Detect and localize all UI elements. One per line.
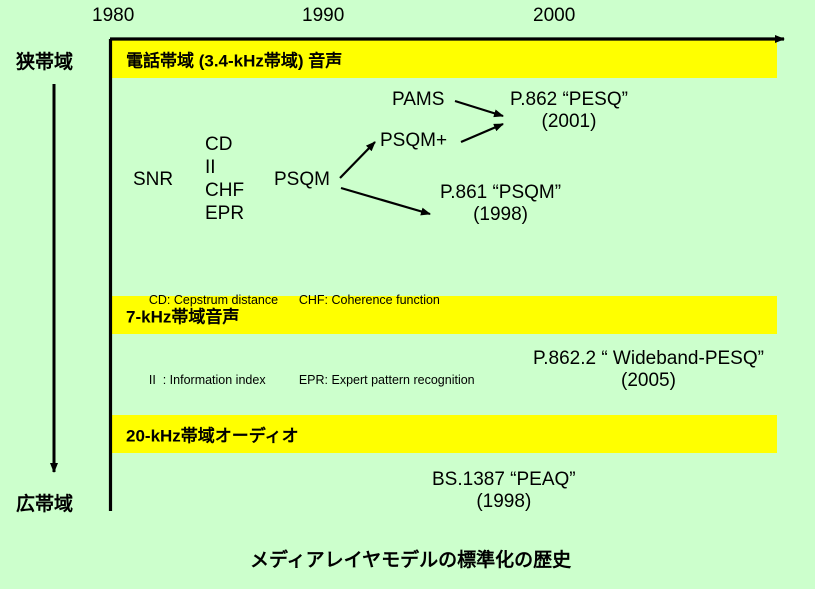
node-pams: PAMS bbox=[392, 89, 445, 110]
node-p862-2-name: P.862.2 “ Wideband-PESQ” bbox=[533, 348, 764, 369]
band-bar-telephone-label: 電話帯域 (3.4-kHz帯域) 音声 bbox=[126, 51, 343, 71]
node-bs1387-year: (1998) bbox=[476, 491, 532, 512]
node-p862-pesq-name: P.862 “PESQ” bbox=[510, 89, 628, 110]
node-metric-chf: CHF bbox=[205, 180, 245, 201]
legend-ii: II : Information index bbox=[148, 373, 266, 387]
node-p862-2-wideband-pesq: P.862.2 “ Wideband-PESQ” (2005) bbox=[533, 348, 764, 392]
node-psqm-plus: PSQM+ bbox=[380, 130, 448, 151]
node-p861-psqm-name: P.861 “PSQM” bbox=[440, 182, 562, 203]
arrow-psqm-to-p861 bbox=[340, 186, 431, 216]
axis-label-narrowband: 狭帯域 bbox=[16, 52, 74, 73]
legend-epr: EPR: Expert pattern recognition bbox=[298, 373, 475, 387]
year-tick-2000: 2000 bbox=[533, 5, 576, 26]
node-bs1387-peaq: BS.1387 “PEAQ” (1998) bbox=[432, 469, 576, 513]
abbreviation-legend: CD: Cepstrum distance CHF: Coherence func… bbox=[128, 244, 475, 436]
node-p862-2-year: (2005) bbox=[621, 370, 676, 391]
legend-chf: CHF: Coherence function bbox=[298, 293, 440, 307]
band-bar-20khz-label: 20-kHz帯域オーディオ bbox=[126, 426, 299, 446]
figure-caption: メディアレイヤモデルの標準化の歴史 bbox=[250, 550, 572, 571]
year-tick-1990: 1990 bbox=[302, 5, 345, 26]
node-metric-ii: II bbox=[205, 157, 216, 178]
node-metric-epr: EPR bbox=[205, 203, 245, 224]
band-bar-telephone: 電話帯域 (3.4-kHz帯域) 音声 bbox=[112, 40, 777, 78]
node-p861-psqm: P.861 “PSQM” (1998) bbox=[440, 182, 561, 226]
node-metric-cd: CD bbox=[205, 134, 233, 155]
arrow-pams-to-p862 bbox=[454, 99, 504, 118]
arrow-psqm-to-psqmplus bbox=[339, 141, 376, 179]
node-metric-stack: CD II CHF EPR bbox=[205, 133, 244, 225]
band-bar-7khz-label: 7-kHz帯域音声 bbox=[126, 307, 240, 327]
legend-cd: CD: Cepstrum distance bbox=[148, 293, 279, 307]
node-snr: SNR bbox=[133, 169, 174, 190]
node-bs1387-name: BS.1387 “PEAQ” bbox=[432, 469, 576, 490]
axis-label-wideband: 広帯域 bbox=[16, 494, 74, 515]
node-p862-pesq-year: (2001) bbox=[541, 111, 597, 132]
legend-row: II : Information index EPR: Expert patter… bbox=[128, 356, 475, 404]
year-tick-1980: 1980 bbox=[92, 5, 135, 26]
band-bar-20khz: 20-kHz帯域オーディオ bbox=[112, 415, 777, 453]
arrow-psqmplus-to-p862 bbox=[460, 122, 504, 144]
node-p862-pesq: P.862 “PESQ” (2001) bbox=[510, 89, 628, 133]
node-psqm: PSQM bbox=[274, 169, 330, 190]
node-p861-psqm-year: (1998) bbox=[473, 204, 528, 225]
legend-row: CD: Cepstrum distance CHF: Coherence func… bbox=[128, 276, 475, 324]
band-bar-7khz: 7-kHz帯域音声 bbox=[112, 296, 777, 334]
